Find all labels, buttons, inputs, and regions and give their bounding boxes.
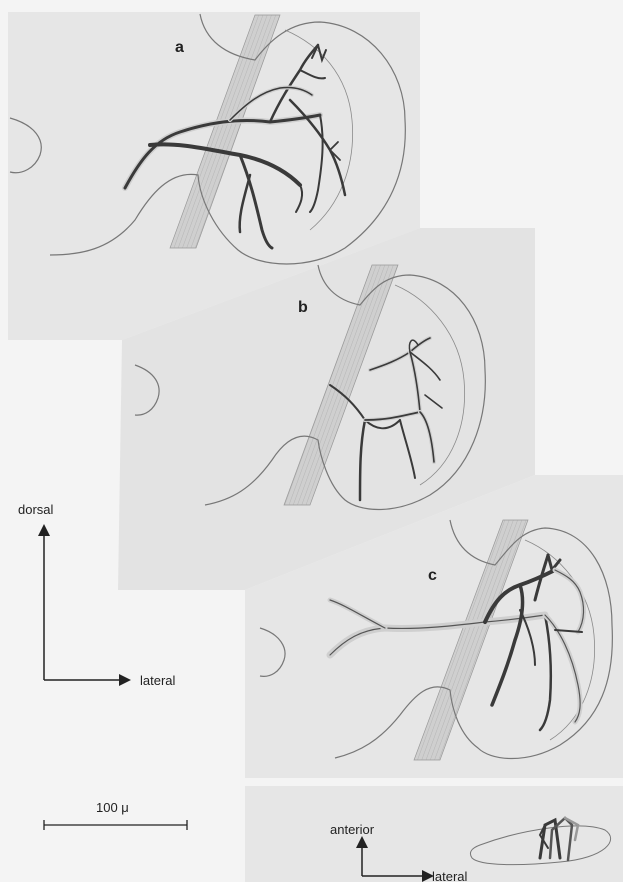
scale-bar: 100 μ — [44, 800, 187, 830]
scale-bar-label: 100 μ — [96, 800, 129, 815]
inset-background — [245, 786, 623, 882]
inset-horizontal-view: anterior lateral — [245, 786, 623, 882]
inset-anterior-label: anterior — [330, 822, 375, 837]
lateral-label: lateral — [140, 673, 176, 688]
panel-b-label: b — [298, 299, 308, 316]
dorsal-label: dorsal — [18, 502, 54, 517]
panel-a-label: a — [175, 39, 184, 56]
inset-lateral-label: lateral — [432, 869, 468, 882]
panel-c-label: c — [428, 567, 437, 584]
